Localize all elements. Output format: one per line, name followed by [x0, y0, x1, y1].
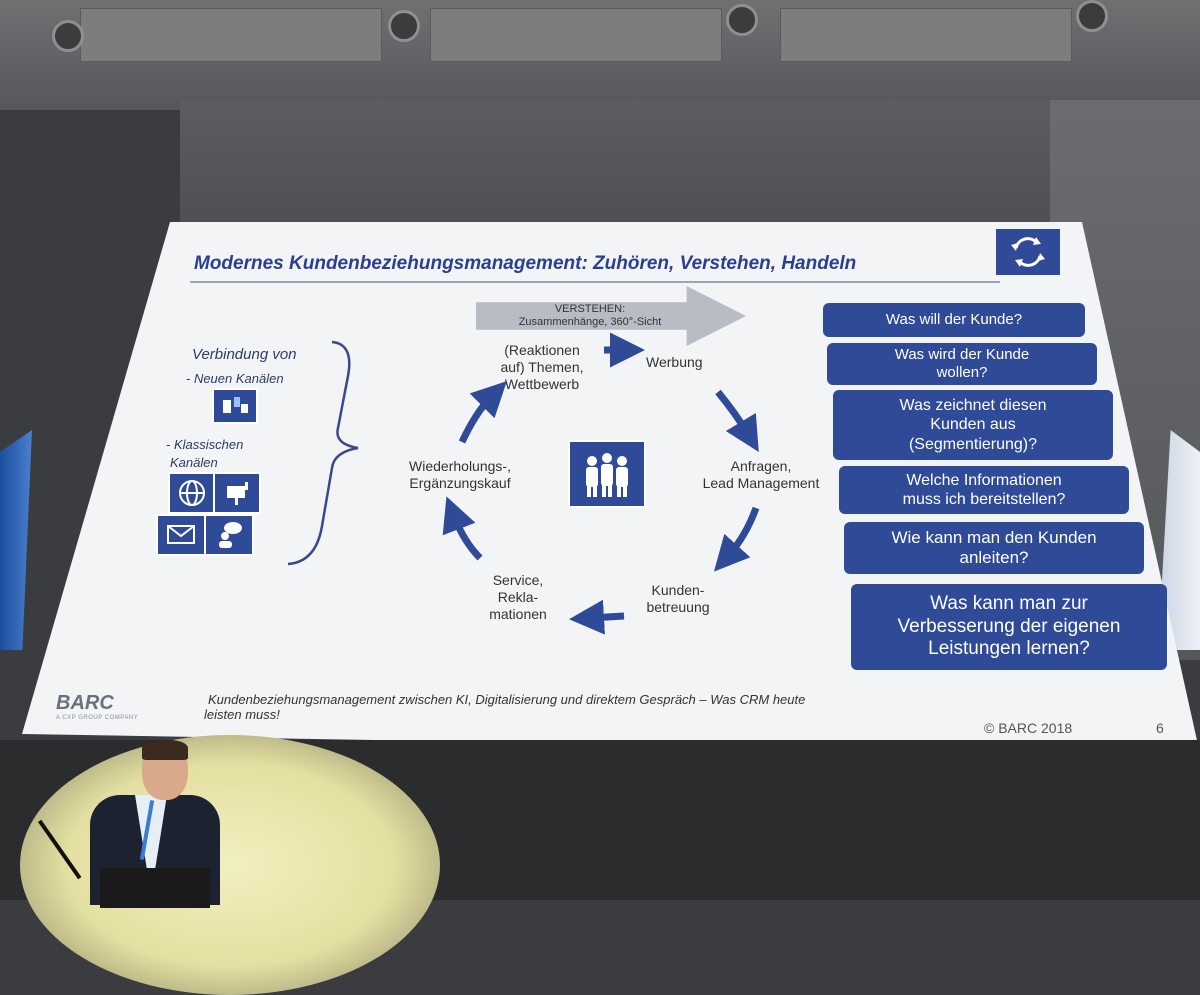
mobile-devices-icon: [212, 388, 258, 424]
circular-arrows-icon: [996, 229, 1060, 275]
new-channels-label: - Neuen Kanälen: [186, 371, 284, 386]
barc-logo: BARC A CXP GROUP COMPANY: [56, 692, 139, 721]
mailbox-icon: [213, 472, 261, 514]
team-people-icon: [568, 440, 646, 508]
ceiling-panel: [80, 8, 382, 62]
ceiling-light: [52, 20, 84, 52]
question-box: Welche Informationen muss ich bereitstel…: [839, 466, 1129, 514]
label-werbung: Werbung: [646, 354, 703, 370]
label-anfragen: Anfragen, Lead Management: [702, 458, 820, 491]
footer-copyright: © BARC 2018: [984, 720, 1073, 736]
ceiling-panel: [780, 8, 1072, 62]
question-box: Was wird der Kunde wollen?: [827, 343, 1097, 385]
ceiling: [0, 0, 1200, 110]
question-box: Wie kann man den Kunden anleiten?: [844, 522, 1144, 574]
question-box: Was zeichnet diesen Kunden aus (Segmenti…: [833, 390, 1113, 460]
verstehen-label: VERSTEHEN: Zusammenhänge, 360°-Sicht: [518, 303, 662, 328]
chat-person-icon: [204, 514, 254, 556]
label-kundenbetreuung: Kunden- betreuung: [646, 582, 710, 615]
classic-channels-label-2: Kanälen: [170, 455, 218, 470]
footer-subtitle: Kundenbeziehungsmanagement zwischen KI, …: [204, 692, 806, 722]
slide-title: Modernes Kundenbeziehungsmanagement: Zuh…: [194, 253, 857, 274]
cycle-arrows: [442, 332, 760, 635]
banner-flag-left: [0, 430, 32, 650]
back-wall: [180, 100, 1060, 240]
question-box: Was kann man zur Verbesserung der eigene…: [851, 584, 1167, 670]
label-service: Service, Rekla- mationen: [489, 572, 547, 622]
classic-channels-label-1: - Klassischen: [166, 437, 244, 452]
speaker-hair: [142, 740, 188, 760]
ceiling-panel: [430, 8, 722, 62]
question-box: Was will der Kunde?: [823, 303, 1085, 337]
globe-icon: [168, 472, 216, 514]
podium: [100, 868, 210, 908]
label-themen: (Reaktionen auf) Themen, Wettbewerb: [500, 342, 584, 392]
ceiling-light: [1076, 0, 1108, 32]
email-icon: [156, 514, 208, 556]
page-number: 6: [1156, 720, 1164, 736]
ceiling-light: [388, 10, 420, 42]
left-brace: [287, 340, 359, 566]
left-heading: Verbindung von: [192, 346, 297, 363]
label-wiederholung: Wiederholungs-, Ergänzungskauf: [409, 458, 511, 491]
spotlight: [20, 735, 440, 995]
ceiling-light: [726, 4, 758, 36]
title-divider: [190, 281, 1000, 283]
